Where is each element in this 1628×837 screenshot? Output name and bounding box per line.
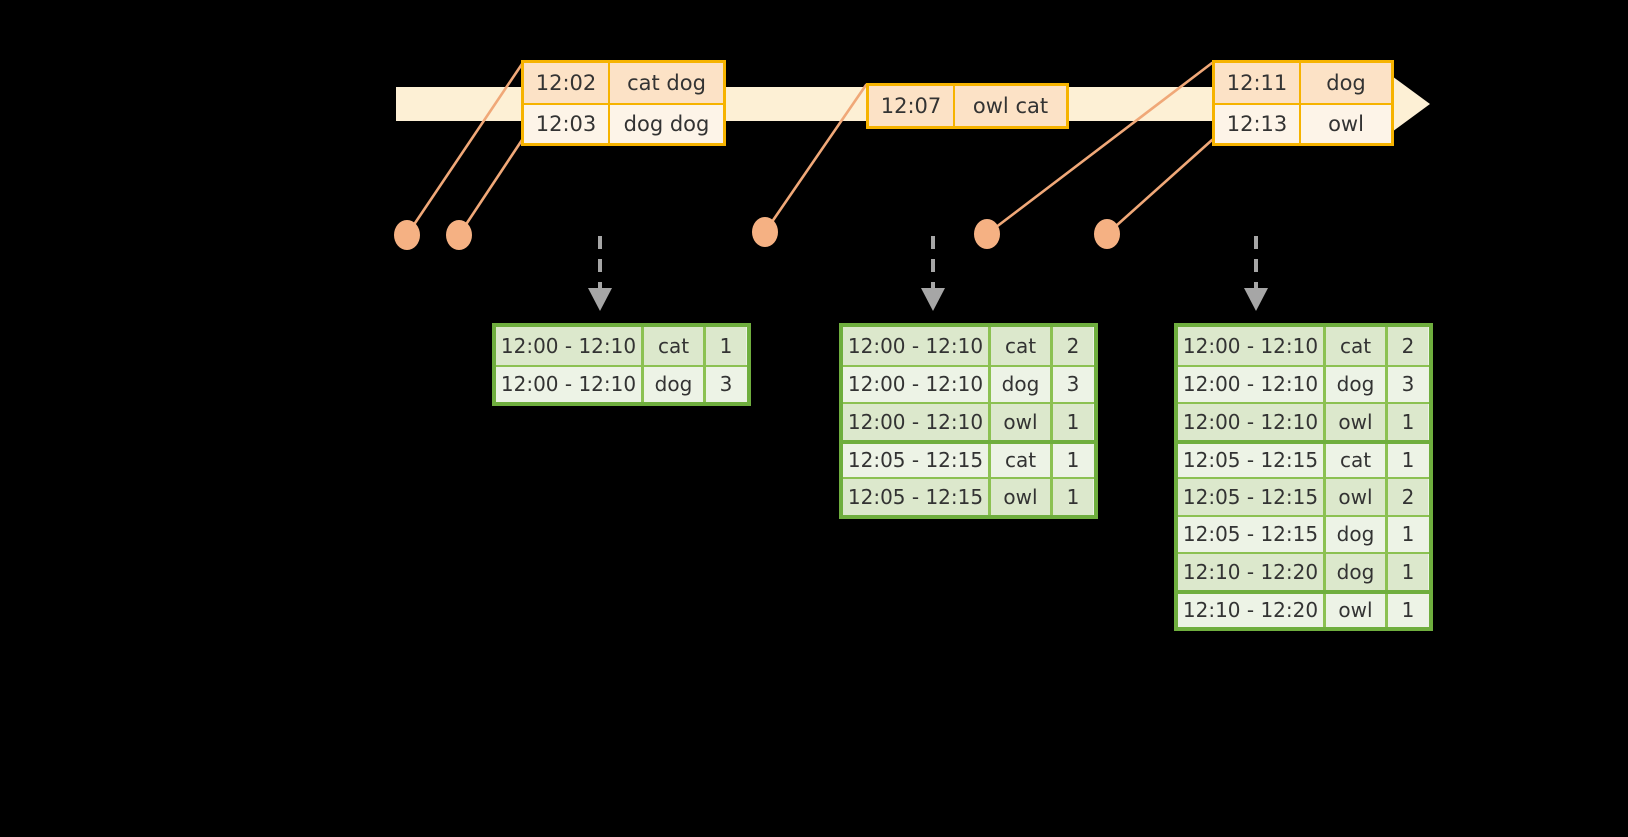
key-cell: cat [991,327,1053,365]
window-cell: 12:05 - 12:15 [1178,479,1326,515]
emit-arrow-3 [1244,236,1268,311]
window-cell: 12:05 - 12:15 [1178,516,1326,552]
key-cell: dog [1326,554,1388,590]
table-row: 12:10 - 12:20 dog 1 [1178,552,1429,590]
event-payload: dog [1301,63,1391,103]
window-cell: 12:10 - 12:20 [1178,593,1326,627]
key-cell: owl [1326,593,1388,627]
event-dot-5 [1094,219,1120,249]
result-table-3: 12:00 - 12:10 cat 2 12:00 - 12:10 dog 3 … [1174,323,1433,631]
count-cell: 2 [1388,479,1428,515]
table-row: 12:00 - 12:10 dog 3 [843,364,1094,402]
table-row: 12:00 - 12:10 cat 2 [843,327,1094,365]
event-box-group-3: 12:11 dog 12:13 owl [1212,60,1394,146]
window-cell: 12:00 - 12:10 [843,404,991,440]
event-box-group-2: 12:07 owl cat [866,83,1069,129]
event-time: 12:03 [524,105,610,143]
key-cell: cat [1326,327,1388,365]
count-cell: 3 [1053,366,1093,402]
event-row: 12:11 dog [1215,63,1391,103]
event-time: 12:13 [1215,105,1301,143]
connector-line-3 [763,83,868,234]
count-cell: 1 [706,327,746,365]
count-cell: 1 [1388,404,1428,440]
key-cell: dog [644,366,706,402]
window-cell: 12:00 - 12:10 [843,327,991,365]
table-row: 12:00 - 12:10 owl 1 [843,402,1094,440]
event-payload: dog dog [610,105,723,143]
key-cell: owl [991,404,1053,440]
event-dot-4 [974,219,1000,249]
table-row: 12:05 - 12:15 owl 1 [843,477,1094,515]
table-row: 12:10 - 12:20 owl 1 [1178,589,1429,627]
key-cell: owl [991,479,1053,515]
count-cell: 1 [1388,516,1428,552]
count-cell: 1 [1388,593,1428,627]
table-row: 12:00 - 12:10 dog 3 [1178,364,1429,402]
window-cell: 12:00 - 12:10 [843,366,991,402]
event-payload: cat dog [610,63,723,103]
key-cell: dog [991,366,1053,402]
count-cell: 1 [1053,479,1093,515]
emit-arrow-2 [921,236,945,311]
window-cell: 12:05 - 12:15 [843,479,991,515]
count-cell: 2 [1388,327,1428,365]
event-time: 12:07 [869,86,955,126]
count-cell: 2 [1053,327,1093,365]
window-cell: 12:05 - 12:15 [843,443,991,477]
emit-arrow-1 [588,236,612,311]
event-row: 12:03 dog dog [524,103,723,143]
count-cell: 1 [1053,443,1093,477]
key-cell: dog [1326,516,1388,552]
result-table-1: 12:00 - 12:10 cat 1 12:00 - 12:10 dog 3 [492,323,751,406]
window-cell: 12:00 - 12:10 [496,327,644,365]
connector-line-5 [1105,138,1214,236]
count-cell: 1 [1388,443,1428,477]
key-cell: owl [1326,404,1388,440]
event-row: 12:13 owl [1215,103,1391,143]
event-box-group-1: 12:02 cat dog 12:03 dog dog [521,60,726,146]
event-dots [394,217,1120,250]
table-row: 12:00 - 12:10 cat 2 [1178,327,1429,365]
event-payload: owl cat [955,86,1066,126]
event-row: 12:07 owl cat [869,86,1066,126]
event-payload: owl [1301,105,1391,143]
table-row: 12:05 - 12:15 dog 1 [1178,514,1429,552]
event-row: 12:02 cat dog [524,63,723,103]
window-cell: 12:00 - 12:10 [1178,404,1326,440]
table-row: 12:05 - 12:15 cat 1 [843,439,1094,477]
window-cell: 12:05 - 12:15 [1178,443,1326,477]
table-row: 12:05 - 12:15 cat 1 [1178,439,1429,477]
event-time: 12:02 [524,63,610,103]
window-cell: 12:10 - 12:20 [1178,554,1326,590]
count-cell: 3 [706,366,746,402]
key-cell: owl [1326,479,1388,515]
event-dot-3 [752,217,778,247]
count-cell: 1 [1053,404,1093,440]
key-cell: cat [644,327,706,365]
connector-line-2 [457,138,524,237]
count-cell: 3 [1388,366,1428,402]
window-cell: 12:00 - 12:10 [1178,366,1326,402]
table-row: 12:00 - 12:10 dog 3 [496,364,747,402]
count-cell: 1 [1388,554,1428,590]
event-dot-1 [394,220,420,250]
emit-arrows [588,236,1268,311]
table-row: 12:00 - 12:10 owl 1 [1178,402,1429,440]
table-row: 12:05 - 12:15 owl 2 [1178,477,1429,515]
key-cell: cat [1326,443,1388,477]
connector-line-1 [405,62,524,237]
key-cell: cat [991,443,1053,477]
event-dot-2 [446,220,472,250]
window-cell: 12:00 - 12:10 [1178,327,1326,365]
event-time: 12:11 [1215,63,1301,103]
window-cell: 12:00 - 12:10 [496,366,644,402]
key-cell: dog [1326,366,1388,402]
result-table-2: 12:00 - 12:10 cat 2 12:00 - 12:10 dog 3 … [839,323,1098,519]
table-row: 12:00 - 12:10 cat 1 [496,327,747,365]
